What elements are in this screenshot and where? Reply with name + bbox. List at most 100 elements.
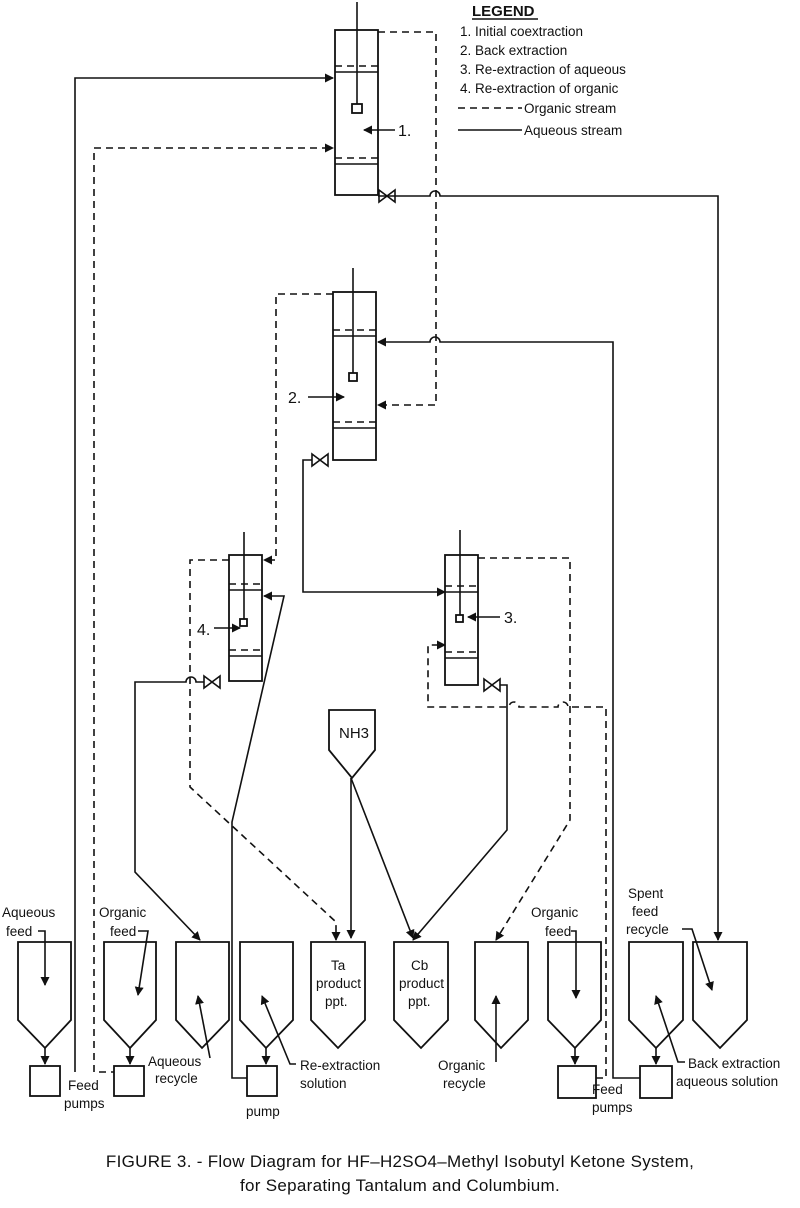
pump-organic-feed-right [557,1065,597,1099]
tank-back-extraction-solution [628,941,684,1050]
vessel-1-to-vessel-2-line [377,31,437,410]
legend-item-4: 4. Re-extraction of organic [460,81,619,96]
nh3-hopper-body [328,709,376,780]
organic-recycle-line [478,557,571,941]
vessel-2-agitator [348,372,358,382]
pump-re-extraction [246,1065,278,1097]
vessel-2-valve [311,452,329,468]
tank-re-extraction-solution [239,941,294,1050]
vessel-2-label: 2. [288,390,301,407]
tank-ta-product [310,941,366,1050]
organic-feed-line [93,143,334,1073]
organic-recycle-label-1: Organic [438,1058,486,1073]
aqueous-recycle-pointer [195,995,211,1059]
vessel-4-to-ta-product-line [189,559,341,941]
re-extraction-solution-line [231,591,286,1079]
aqueous-recycle-label-2: recycle [155,1071,198,1086]
tank-spent-feed-recycle [692,941,748,1050]
aqueous-streams [74,73,723,1079]
vessel-2-back-extraction: 2. [288,268,377,461]
figure-caption: FIGURE 3. - Flow Diagram for HF–H2SO4–Me… [0,1150,800,1198]
legend-organic-label: Organic stream [524,101,616,116]
organic-feed-left-pointer [134,930,149,996]
tank-organic-recycle [474,941,529,1050]
diagram-canvas: LEGEND 1. Initial coextraction 2. Back e… [2,2,780,1119]
vessel-4-body [228,554,263,682]
vessel-2-to-vessel-4-line [263,293,333,565]
aqueous-feed-label-2: feed [6,924,32,939]
feed-pumps-left-label-2: pumps [64,1096,105,1111]
vessel-3-to-cb-product-line [412,684,508,941]
tank-labels: Aqueous feed Organic feed Aqueous recycl… [2,886,780,1091]
organic-feed-right-label-1: Organic [531,905,579,920]
vessel-3-organic-feed-line [427,640,607,1079]
re-extraction-pointer [260,995,296,1065]
spent-feed-label-3: recycle [626,922,669,937]
aqueous-recycle-label-1: Aqueous [148,1054,202,1069]
back-extraction-pointer [654,995,685,1063]
legend-item-1: 1. Initial coextraction [460,24,583,39]
vessel-4-agitator [239,618,248,627]
cb-product-label-1: Cb [411,958,428,973]
tank-organic-feed-right [547,941,602,1050]
pump-back-extraction [639,1065,673,1099]
tank-cb-product [393,941,449,1050]
nh3-hopper: NH3 [328,709,376,780]
vessel-1-agitator [351,103,363,114]
pump-labels: Feed pumps pump Feed pumps [64,1078,633,1119]
back-extraction-label-1: Back extraction [688,1056,780,1071]
legend-aqueous-label: Aqueous stream [524,123,622,138]
ta-product-label-1: Ta [331,958,346,973]
organic-recycle-label-2: recycle [443,1076,486,1091]
feed-pumps-left-label-1: Feed [68,1078,99,1093]
spent-feed-recycle-line [378,190,723,941]
pump-organic-feed-left [113,1065,145,1097]
re-extraction-label-1: Re-extraction [300,1058,380,1073]
vessel-2-to-vessel-3-line [302,459,446,597]
legend-item-2: 2. Back extraction [460,43,567,58]
legend: LEGEND 1. Initial coextraction 2. Back e… [458,3,626,138]
tank-aqueous-recycle [175,941,230,1050]
ta-product-label-2: product [316,976,361,991]
pump-aqueous-feed [29,1065,61,1097]
vessel-1-label: 1. [398,123,411,140]
vessel-4-re-extraction-organic: 4. [197,532,263,682]
aqueous-feed-line [74,73,334,1072]
vessel-3-label: 3. [504,610,517,627]
caption-line-1: FIGURE 3. - Flow Diagram for HF–H2SO4–Me… [105,1152,695,1171]
tank-aqueous-feed [17,941,72,1050]
organic-feed-right-pointer [571,930,581,999]
cb-product-label-3: ppt. [408,994,431,1009]
spent-feed-pointer [682,928,714,991]
organic-feed-left-label-2: feed [110,924,136,939]
vessel-4-label: 4. [197,622,210,639]
caption-line-2: for Separating Tantalum and Columbium. [239,1176,561,1195]
feed-pumps-right-label-2: pumps [592,1100,633,1115]
organic-streams [93,31,607,1079]
re-extraction-label-2: solution [300,1076,347,1091]
tank-organic-feed-left [103,941,157,1050]
vessel-1-initial-coextraction: 1. [334,2,411,196]
vessel-4-valve [203,674,221,690]
back-extraction-label-2: aqueous solution [676,1074,778,1089]
aqueous-feed-label-1: Aqueous [2,905,56,920]
pump-mid-label: pump [246,1104,280,1119]
organic-feed-left-label-1: Organic [99,905,147,920]
feed-pumps-right-label-1: Feed [592,1082,623,1097]
legend-item-3: 3. Re-extraction of aqueous [460,62,626,77]
legend-title: LEGEND [472,3,535,20]
tanks [17,941,748,1050]
pumps [29,1065,673,1099]
vessel-3-valve [483,677,501,693]
spent-feed-label-2: feed [632,904,658,919]
nh3-to-cb-line [350,777,415,939]
ta-product-label-3: ppt. [325,994,348,1009]
spent-feed-label-1: Spent [628,886,664,901]
aqueous-recycle-line [134,676,204,941]
aqueous-feed-label-pointer [38,930,50,986]
organic-feed-right-label-2: feed [545,924,571,939]
nh3-label: NH3 [339,725,369,742]
cb-product-label-2: product [399,976,444,991]
vessel-3-re-extraction-aqueous: 3. [444,530,517,686]
